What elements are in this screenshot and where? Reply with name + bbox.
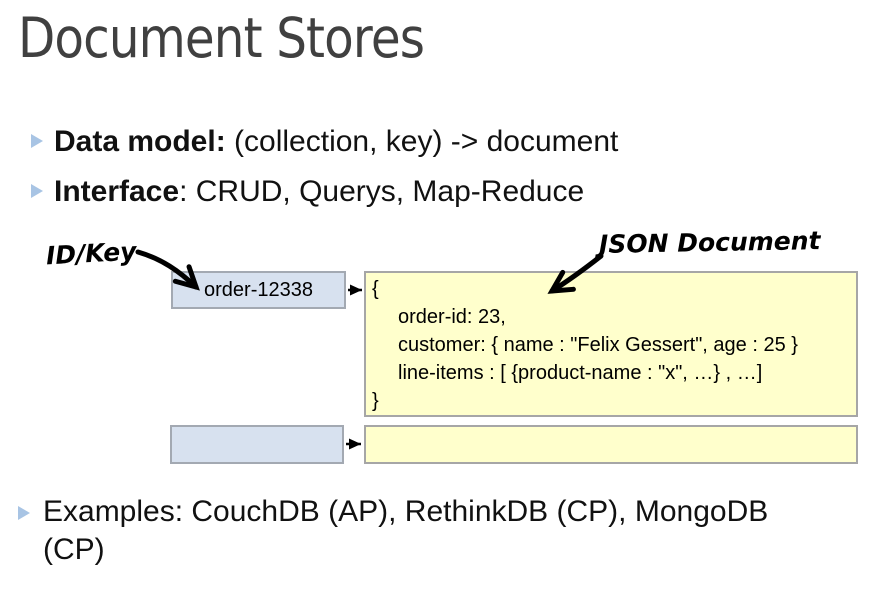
json-line: order-id: 23, bbox=[398, 306, 506, 328]
bullet-data-model-term: Data model: bbox=[54, 125, 226, 158]
json-document-label: JSON Document bbox=[598, 226, 821, 259]
json-line: customer: { name : "Felix Gessert", age … bbox=[398, 334, 798, 356]
json-document-box: { order-id: 23, customer: { name : "Feli… bbox=[364, 271, 858, 417]
bullet-examples-line2: (CP) bbox=[43, 533, 105, 566]
json-line: { bbox=[372, 278, 379, 300]
bullet-examples-line1: Examples: CouchDB (AP), RethinkDB (CP), … bbox=[43, 495, 769, 528]
bullet-interface: Interface: CRUD, Querys, Map-Reduce bbox=[54, 173, 584, 211]
bullet-data-model-rest: (collection, key) -> document bbox=[225, 125, 619, 158]
bullet-triangle-icon bbox=[18, 506, 30, 520]
bullet-interface-rest: : CRUD, Querys, Map-Reduce bbox=[179, 175, 585, 208]
key-box: order-12338 bbox=[171, 271, 346, 309]
page-title: Document Stores bbox=[18, 6, 425, 70]
bullet-triangle-icon bbox=[31, 184, 43, 198]
bullet-data-model: Data model: (collection, key) -> documen… bbox=[54, 123, 618, 161]
key-box-empty bbox=[170, 425, 344, 464]
bullet-examples: Examples: CouchDB (AP), RethinkDB (CP), … bbox=[43, 493, 873, 569]
id-key-label: ID/Key bbox=[45, 236, 138, 271]
json-line: } bbox=[372, 390, 379, 412]
bullet-interface-term: Interface bbox=[54, 175, 180, 208]
key-value: order-12338 bbox=[204, 278, 313, 301]
bullet-triangle-icon bbox=[31, 134, 43, 148]
json-document-box-empty bbox=[364, 425, 858, 464]
json-line: line-items : [ {product-name : "x", …} ,… bbox=[398, 362, 763, 384]
